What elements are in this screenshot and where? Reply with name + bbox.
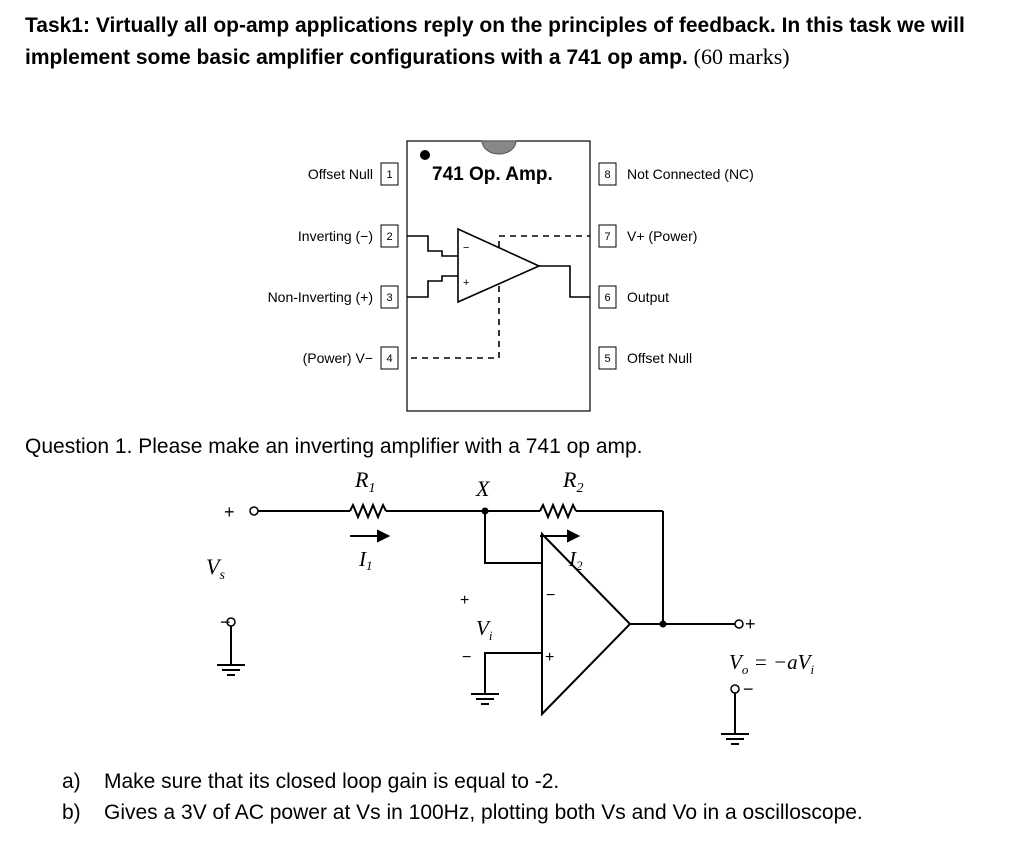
vs-label: Vs (206, 554, 225, 583)
task-heading: Task1: Virtually all op-amp applications… (25, 10, 1005, 73)
vo-expression: Vo = −aVi (729, 650, 815, 677)
pin-box-6 (598, 285, 617, 309)
power-dashed-lines (407, 235, 590, 359)
pin-num-5: 5 (604, 353, 610, 365)
part-b-letter: b) (62, 801, 81, 824)
vo-plus-terminal (734, 619, 744, 629)
ground-symbols (217, 664, 749, 745)
vs-plus-terminal (249, 506, 259, 516)
pin-label-2: Inverting (−) (298, 228, 373, 244)
noninverting-sign: + (463, 277, 469, 289)
vi-minus-sign: − (462, 649, 471, 666)
pin-num-7: 7 (604, 231, 610, 243)
node-x-dot (481, 507, 489, 515)
vo-minus-terminal (730, 684, 740, 694)
part-a: a) Make sure that its closed loop gain is… (62, 766, 863, 797)
pin-box-5 (598, 346, 617, 370)
vi-label: Vi (476, 616, 493, 643)
node-x-label: X (475, 476, 491, 501)
op-amp-pinout-diagram: 741 Op. Amp. 1 2 3 4 Offset Null Inverti… (268, 140, 754, 412)
current-arrows (350, 529, 581, 543)
resistor-r2 (539, 502, 577, 520)
vs-minus-sign: − (220, 612, 231, 632)
pin-box-3 (380, 285, 399, 309)
left-pins: 1 2 3 4 Offset Null Inverting (−) Non-In… (268, 162, 399, 370)
pin-num-1: 1 (386, 169, 392, 181)
pin-box-4 (380, 346, 399, 370)
internal-wiring (407, 235, 590, 298)
pin-label-3: Non-Inverting (+) (268, 289, 373, 305)
pin-num-8: 8 (604, 169, 610, 181)
circuit-wires (230, 502, 736, 734)
r1-label: R1 (354, 467, 375, 496)
op-amp-symbol (541, 531, 632, 717)
pin-label-6: Output (627, 289, 669, 305)
pin-box-7 (598, 224, 617, 248)
part-b: b) Gives a 3V of AC power at Vs in 100Hz,… (62, 797, 863, 828)
r2-label: R2 (562, 467, 583, 496)
pin-label-1: Offset Null (308, 166, 373, 182)
pin-label-4: (Power) V− (303, 350, 373, 366)
pin-label-8: Not Connected (NC) (627, 166, 754, 182)
task-marks: (60 marks) (693, 44, 790, 69)
pin-num-6: 6 (604, 292, 610, 304)
part-b-text: Gives a 3V of AC power at Vs in 100Hz, p… (104, 801, 863, 824)
part-a-letter: a) (62, 770, 81, 793)
chip-notch (481, 140, 517, 155)
pin1-dot (420, 150, 430, 160)
i2-label: I2 (568, 547, 583, 573)
pin-box-2 (380, 224, 399, 248)
vs-minus-terminal (226, 617, 236, 627)
opamp-minus-sign: − (546, 587, 555, 604)
pin-label-7: V+ (Power) (627, 228, 697, 244)
vo-plus-sign: + (745, 614, 756, 634)
pin-num-4: 4 (386, 353, 392, 365)
question-parts-list: a) Make sure that its closed loop gain is… (62, 766, 863, 828)
output-junction-dot (659, 620, 667, 628)
pin-box-1 (380, 162, 399, 186)
i1-label: I1 (358, 547, 373, 573)
question-1-text: Question 1. Please make an inverting amp… (25, 435, 643, 458)
vs-plus-sign: + (224, 502, 235, 522)
vi-plus-sign: + (460, 592, 469, 609)
right-pins: 8 7 6 5 Not Connected (NC) V+ (Power) Ou… (598, 162, 754, 370)
pin-num-3: 3 (386, 292, 392, 304)
inverting-sign: − (463, 242, 469, 254)
inverting-amplifier-circuit: R1 R2 X I1 I2 Vs Vi Vo = −aVi + − + − − … (206, 467, 815, 745)
op-amp-triangle (457, 227, 541, 304)
opamp-plus-sign: + (545, 649, 554, 666)
chip-title: 741 Op. Amp. (432, 164, 553, 185)
pin-label-5: Offset Null (627, 350, 692, 366)
pin-num-2: 2 (386, 231, 392, 243)
vo-minus-sign: − (743, 679, 754, 699)
pin-box-8 (598, 162, 617, 186)
task-text: Task1: Virtually all op-amp applications… (25, 14, 965, 69)
part-a-text: Make sure that its closed loop gain is e… (104, 770, 560, 793)
resistor-r1 (349, 502, 387, 520)
